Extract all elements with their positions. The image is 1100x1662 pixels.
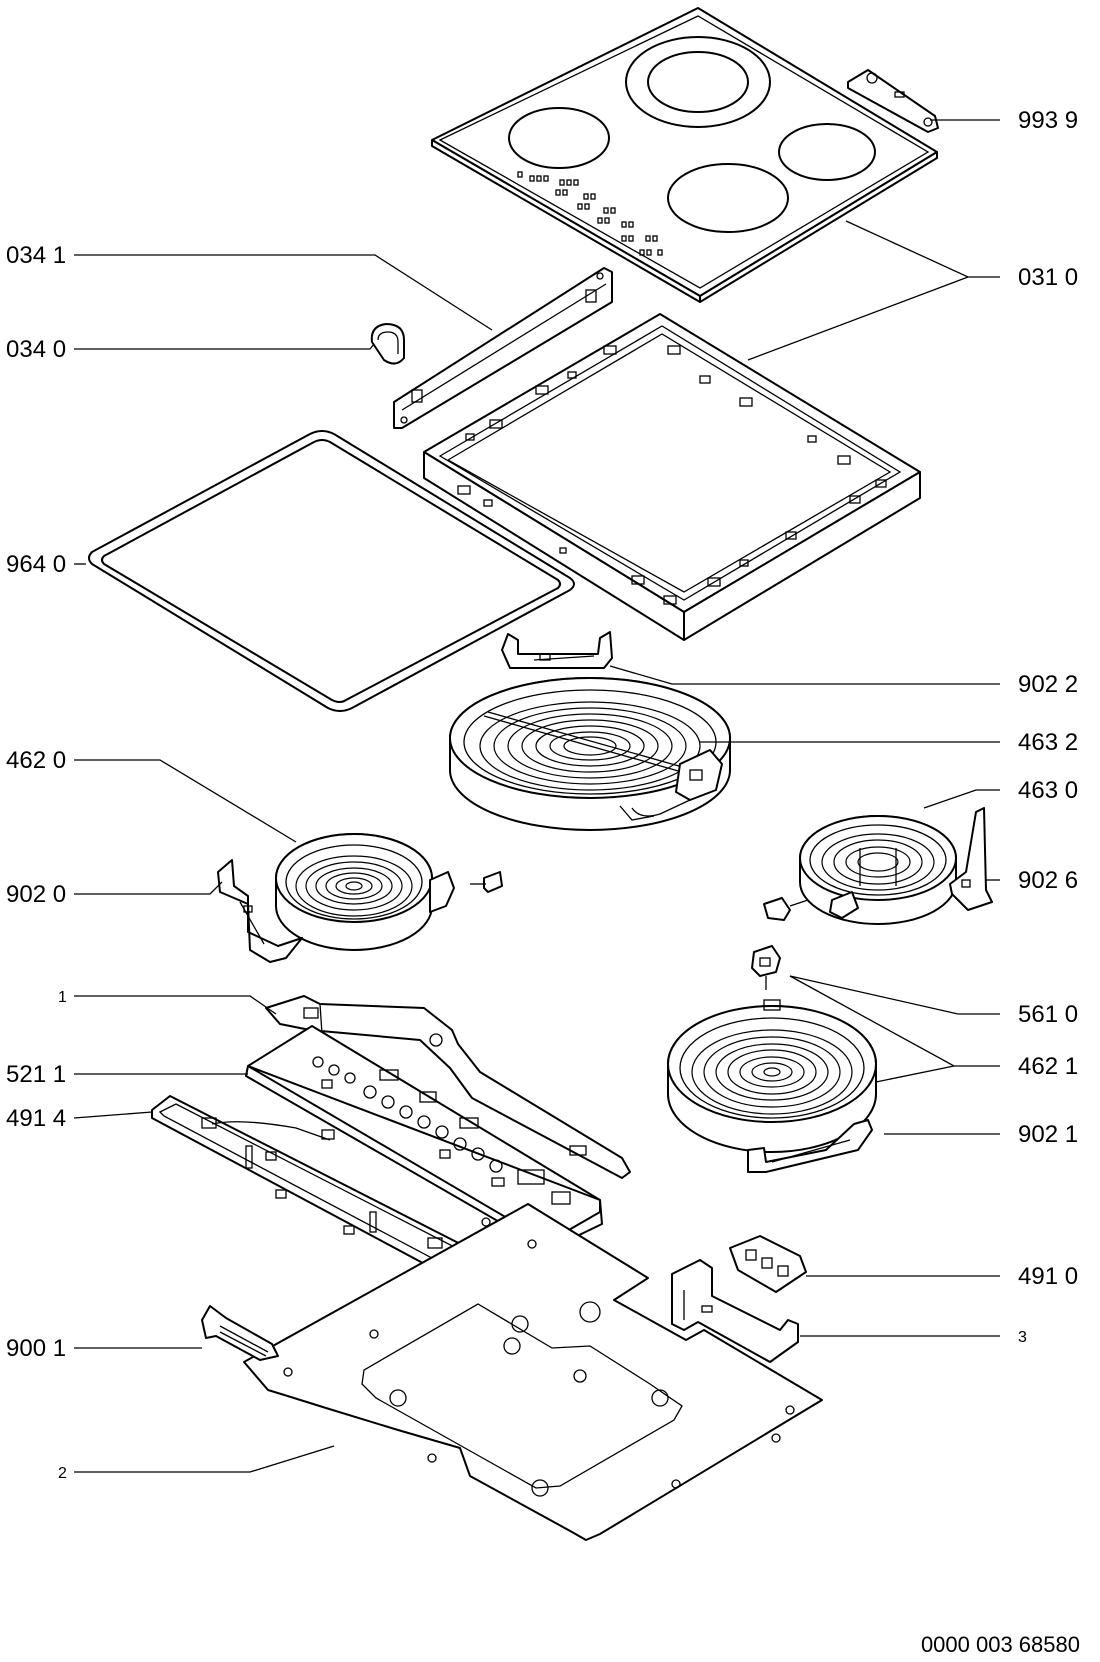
electronic-control-module xyxy=(245,1025,603,1251)
heater-bracket-left xyxy=(217,859,303,963)
part-labels: 993 9 034 1 031 0 034 0 964 0 902 2 463 … xyxy=(6,107,1078,1482)
document-id: 0000 003 68580 xyxy=(921,1632,1080,1657)
label-462-0: 462 0 xyxy=(6,747,66,774)
radiant-heater-right-large xyxy=(667,999,877,1153)
label-034-1: 034 1 xyxy=(6,242,66,269)
heater-bracket-bottom xyxy=(747,1119,873,1173)
label-2: 2 xyxy=(58,1465,67,1482)
label-034-0: 034 0 xyxy=(6,336,66,363)
dual-radiant-heater-large xyxy=(449,677,731,831)
heater-bracket-top xyxy=(501,631,613,669)
ceramic-hob-top xyxy=(431,7,938,303)
hob-frame xyxy=(423,313,921,641)
cable-clamp xyxy=(201,1305,279,1361)
label-491-4: 491 4 xyxy=(6,1105,66,1132)
radiant-heater-left xyxy=(275,833,503,951)
label-1: 1 xyxy=(58,989,67,1006)
label-491-0: 491 0 xyxy=(1018,1263,1078,1290)
hinge-bracket xyxy=(847,69,939,133)
label-902-0: 902 0 xyxy=(6,881,66,908)
leader-lines xyxy=(73,119,1000,1473)
label-900-1: 900 1 xyxy=(6,1335,66,1362)
label-561-0: 561 0 xyxy=(1018,1001,1078,1028)
heater-bracket-right xyxy=(949,807,993,911)
label-463-2: 463 2 xyxy=(1018,729,1078,756)
control-panel-rail xyxy=(393,267,613,429)
cable-channel-cover xyxy=(265,995,631,1179)
label-031-0: 031 0 xyxy=(1018,264,1078,291)
label-3: 3 xyxy=(1018,1329,1027,1346)
temperature-limiter xyxy=(751,945,781,990)
label-521-1: 521 1 xyxy=(6,1061,66,1088)
label-463-0: 463 0 xyxy=(1018,777,1078,804)
bottom-housing-tray xyxy=(243,1203,823,1541)
tray-feet xyxy=(283,1217,795,1497)
label-462-1: 462 1 xyxy=(1018,1053,1078,1080)
terminal-bracket xyxy=(671,1259,799,1363)
radiant-heater-right-small xyxy=(763,815,957,925)
terminal-block xyxy=(729,1235,807,1293)
label-902-2: 902 2 xyxy=(1018,671,1078,698)
frame-seal-gasket xyxy=(88,430,575,712)
touch-control-symbols xyxy=(517,171,663,256)
label-902-1: 902 1 xyxy=(1018,1121,1078,1148)
spring-clip xyxy=(370,323,405,365)
control-module-components xyxy=(312,1056,571,1205)
frame-slots xyxy=(457,345,887,605)
label-964-0: 964 0 xyxy=(6,551,66,578)
label-902-6: 902 6 xyxy=(1018,867,1078,894)
label-993-9: 993 9 xyxy=(1018,107,1078,134)
